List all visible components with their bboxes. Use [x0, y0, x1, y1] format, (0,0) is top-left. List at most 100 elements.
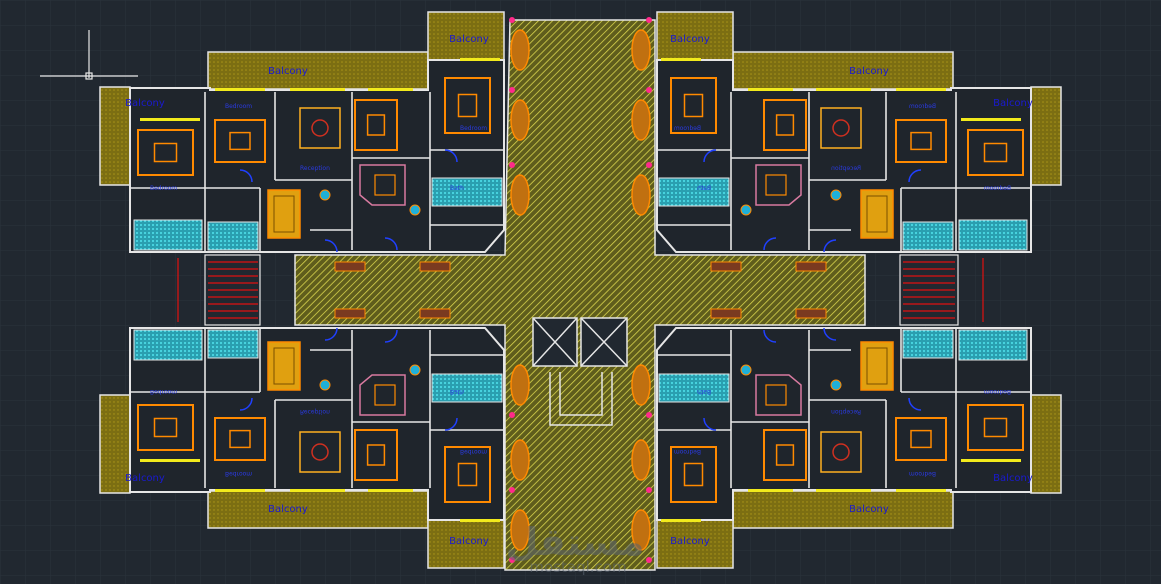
bed-pillow — [366, 444, 386, 466]
bed — [137, 404, 194, 451]
planter — [631, 439, 651, 481]
door-swing — [703, 417, 717, 431]
window — [290, 88, 345, 91]
bathroom-tile — [431, 177, 503, 207]
bed — [354, 429, 398, 481]
room-label: Bedroom — [225, 103, 252, 110]
bed-pillow — [775, 444, 795, 466]
window — [140, 459, 200, 462]
balcony-label: Balcony — [449, 536, 489, 547]
door-swing — [444, 417, 458, 431]
planter — [631, 99, 651, 141]
left-stair-treads — [177, 258, 258, 322]
balcony-fill — [105, 400, 127, 470]
watermark-arabic: مستقل — [506, 520, 645, 564]
balcony-area — [732, 490, 954, 529]
balcony-label: Balcony — [449, 34, 489, 45]
door-swing — [239, 397, 253, 411]
flower — [646, 557, 652, 563]
balcony-label: Balcony — [670, 34, 710, 45]
balcony-label: Balcony — [993, 473, 1033, 484]
window — [816, 489, 871, 492]
window — [140, 118, 200, 121]
lamp — [830, 189, 842, 201]
balcony-label: Balcony — [993, 98, 1033, 109]
planter — [510, 99, 530, 141]
bed — [895, 417, 947, 461]
dining-center — [311, 119, 329, 137]
corridor-bench — [419, 308, 451, 319]
apartment-outline — [129, 59, 505, 253]
elevator-cross-icon — [532, 317, 628, 426]
balcony-fill — [105, 110, 127, 180]
room-label: Bedroom — [460, 125, 487, 132]
bed-pillow — [775, 114, 795, 136]
bed — [763, 99, 807, 151]
rug — [860, 341, 894, 391]
balcony-area — [207, 51, 429, 90]
ucs-crosshair-icon — [40, 30, 138, 80]
balcony-label: Balcony — [849, 66, 889, 77]
flower — [509, 487, 515, 493]
bed-pillow — [457, 462, 478, 487]
bed-pillow — [910, 429, 932, 449]
dining-table — [299, 431, 341, 473]
bed — [214, 417, 266, 461]
planter — [510, 174, 530, 216]
bed — [763, 429, 807, 481]
coffee-table — [374, 174, 396, 196]
room-label: Bedroom — [460, 448, 487, 455]
apartment-outline — [129, 327, 505, 521]
coffee-table — [374, 384, 396, 406]
bed — [354, 99, 398, 151]
window — [896, 489, 946, 492]
bed — [895, 119, 947, 163]
room-label: Bath — [450, 388, 464, 395]
bed-pillow — [983, 142, 1008, 163]
bed — [670, 77, 717, 134]
bathroom-tile — [902, 329, 954, 359]
flower — [646, 162, 652, 168]
window — [661, 58, 701, 61]
balcony-label: Balcony — [268, 504, 308, 515]
coffee-table — [765, 384, 787, 406]
lamp — [319, 189, 331, 201]
door-swing — [763, 237, 777, 251]
balcony-labels: Balcony Balcony Balcony Balcony Balcony … — [125, 34, 1033, 547]
dining-table — [820, 431, 862, 473]
window — [460, 58, 500, 61]
sofa — [359, 374, 406, 416]
lamp — [830, 379, 842, 391]
corridor-bench — [710, 261, 742, 272]
door-swing — [384, 329, 398, 343]
balcony-area — [656, 519, 734, 569]
balcony-area — [427, 11, 505, 61]
window — [368, 489, 413, 492]
corridor-bench — [334, 261, 366, 272]
bed — [967, 404, 1024, 451]
dining-center — [832, 119, 850, 137]
balcony-label: Balcony — [125, 473, 165, 484]
balcony-label: Balcony — [670, 536, 710, 547]
corridor-bench — [795, 261, 827, 272]
bed — [214, 119, 266, 163]
door-swing — [908, 397, 922, 411]
lamp — [319, 379, 331, 391]
lamp — [740, 204, 752, 216]
room-label: Bedroom — [674, 448, 701, 455]
bathroom-tile — [207, 221, 259, 251]
bed-pillow — [229, 429, 251, 449]
planter — [631, 509, 651, 551]
lamp — [409, 204, 421, 216]
corridor-bench — [419, 261, 451, 272]
bathroom-tile — [958, 219, 1028, 251]
planter — [631, 174, 651, 216]
flower — [509, 412, 515, 418]
room-label: Reception — [831, 165, 861, 172]
bed-pillow — [153, 142, 178, 163]
planter — [631, 364, 651, 406]
room-label: Bath — [697, 185, 711, 192]
